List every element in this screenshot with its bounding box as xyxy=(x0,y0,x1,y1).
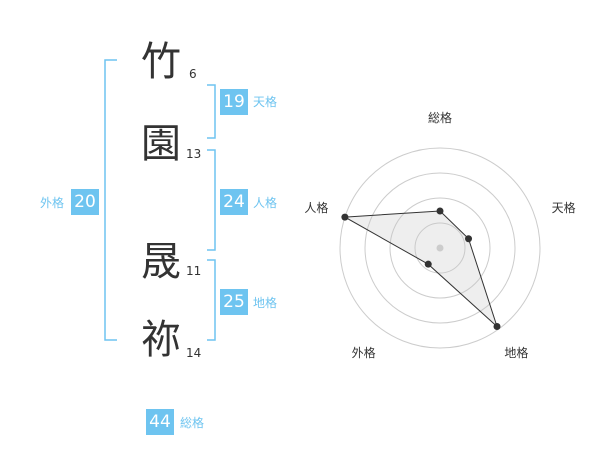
gaikaku-value: 20 xyxy=(71,189,99,215)
name-char-1: 竹 xyxy=(141,39,181,85)
radar-axis-label-5: 人格 xyxy=(304,200,328,215)
radar-point-2 xyxy=(465,235,473,243)
radar-polygon xyxy=(343,210,499,329)
radar-axis-label-2: 天格 xyxy=(552,200,576,215)
soukaku-label: 総格 xyxy=(180,416,205,430)
chikaku-label: 地格 xyxy=(253,296,278,310)
radar-ring-4 xyxy=(339,147,541,349)
radar-point-1 xyxy=(436,207,444,215)
stroke-count-2: 13 xyxy=(186,147,202,161)
jinkaku-label: 人格 xyxy=(253,196,278,210)
stroke-count-4: 14 xyxy=(186,346,202,360)
name-char-4: 祢 xyxy=(141,317,181,363)
radar-ring-1 xyxy=(414,222,466,274)
jinkaku-value: 24 xyxy=(220,189,248,215)
radar-point-3 xyxy=(493,322,501,330)
radar-ring-3 xyxy=(364,172,516,324)
stroke-count-1: 6 xyxy=(189,67,197,81)
name-char-3: 晟 xyxy=(141,239,181,285)
name-char-2: 園 xyxy=(141,121,181,167)
tenkaku-value: 19 xyxy=(220,89,248,115)
radar-point-4 xyxy=(424,260,432,268)
tenkaku-label: 天格 xyxy=(253,95,278,109)
radar-point-5 xyxy=(341,213,349,221)
radar-ring-2 xyxy=(389,197,491,299)
soukaku-value: 44 xyxy=(146,409,174,435)
chikaku-value: 25 xyxy=(220,289,248,315)
radar-axis-label-3: 地格 xyxy=(504,345,528,360)
radar-center-dot xyxy=(436,244,444,252)
stroke-count-3: 11 xyxy=(186,264,202,278)
radar-axis-label-4: 外格 xyxy=(352,345,376,360)
gaikaku-label: 外格 xyxy=(40,196,65,210)
radar-axis-label-1: 総格 xyxy=(428,110,452,125)
